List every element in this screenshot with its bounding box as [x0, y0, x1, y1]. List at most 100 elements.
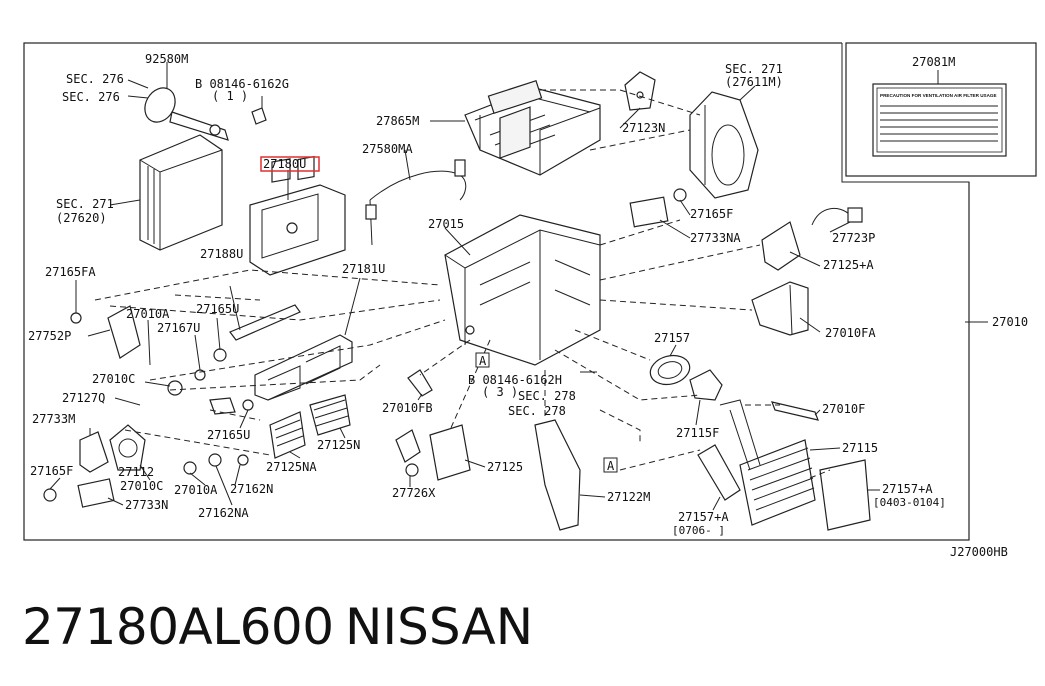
sensor-harness	[365, 159, 467, 246]
label-27165f-left: 27165F	[30, 464, 73, 478]
label-27125a: 27125+A	[823, 258, 874, 272]
connector-27723p	[811, 207, 863, 226]
label-27015: 27015	[428, 217, 464, 231]
label-27123n: 27123N	[622, 121, 665, 135]
parts-diagram: PRECAUTION FOR VENTILATION AIR FILTER US…	[23, 42, 1037, 559]
label-bolt-08146-6162h: B 08146-6162H	[468, 373, 562, 387]
label-27165f-right: 27165F	[690, 207, 733, 221]
bracket-27125a	[761, 221, 801, 271]
label-27157a-bottom: 27157+A	[678, 510, 729, 524]
label-27112: 27112	[118, 465, 154, 479]
label-27010fa: 27010FA	[825, 326, 876, 340]
label-27010fb: 27010FB	[382, 401, 433, 415]
ref-mark-a2: A	[607, 459, 615, 473]
label-27165fa: 27165FA	[45, 265, 96, 279]
blower-housing	[689, 91, 759, 199]
label-27167u: 27167U	[157, 321, 200, 335]
label-27733na: 27733NA	[690, 231, 741, 245]
ref-box-a1	[475, 352, 490, 368]
label-sec271-top: SEC. 271	[725, 62, 783, 76]
label-bolt-08146-6162g: B 08146-6162G	[195, 77, 289, 91]
filter-27157a-bottom	[697, 444, 741, 501]
linkage-left	[167, 348, 236, 415]
label-bolt-qty-3: ( 3 )	[482, 385, 518, 399]
label-27157a-bottom-range: [0706- ]	[672, 524, 725, 537]
label-27115f: 27115F	[676, 426, 719, 440]
vent-grille-27181u	[254, 334, 353, 401]
label-27127q: 27127Q	[62, 391, 105, 405]
duct-27122m	[534, 419, 581, 531]
bracket-27123n	[624, 71, 656, 111]
label-27723p: 27723P	[832, 231, 875, 245]
motor-27726x	[395, 429, 421, 477]
label-27010c-2: 27010C	[120, 479, 163, 493]
part-number: 27180AL600	[22, 598, 334, 656]
label-27010a-1: 27010A	[126, 307, 170, 321]
label-27580ma: 27580MA	[362, 142, 413, 156]
label-27157a-right: 27157+A	[882, 482, 933, 496]
label-27162n: 27162N	[230, 482, 273, 496]
label-27010f: 27010F	[822, 402, 865, 416]
highlight-box-27180u	[260, 156, 320, 172]
label-27122m: 27122M	[607, 490, 650, 504]
label-27157: 27157	[654, 331, 690, 345]
brand-name: NISSAN	[345, 598, 534, 656]
label-27726x: 27726X	[392, 486, 436, 500]
bracket-27010fb	[407, 369, 433, 397]
ref-mark-a1: A	[479, 354, 487, 368]
label-27188u: 27188U	[200, 247, 243, 261]
label-plate-title: PRECAUTION FOR VENTILATION AIR FILTER US…	[880, 93, 997, 98]
label-27125n: 27125N	[317, 438, 360, 452]
vent-27125n	[309, 394, 351, 436]
label-bolt-qty-1: ( 1 )	[212, 89, 248, 103]
leader-lines	[49, 62, 988, 511]
label-27752p: 27752P	[28, 329, 71, 343]
label-27162na: 27162NA	[198, 506, 249, 520]
callouts: 92580M SEC. 276 SEC. 276 B 08146-6162G (…	[28, 52, 1028, 559]
ref-box-a2	[603, 457, 618, 473]
filter-ring-27157	[649, 354, 691, 386]
bracket-27010f	[771, 401, 819, 421]
evaporator-core	[139, 134, 223, 251]
label-27180u: 27180U	[263, 157, 306, 171]
label-27181u: 27181U	[342, 262, 385, 276]
label-sec271-left: SEC. 271	[56, 197, 114, 211]
label-plate: PRECAUTION FOR VENTILATION AIR FILTER US…	[872, 83, 1007, 157]
label-27865m: 27865M	[376, 114, 419, 128]
label-sec278-a: SEC. 278	[518, 389, 576, 403]
heater-core-27115	[719, 399, 816, 526]
label-sec276-b: SEC. 276	[62, 90, 120, 104]
label-sec271-left-sub: (27620)	[56, 211, 107, 225]
bolt-top	[251, 96, 267, 125]
diagram-code: J27000HB	[950, 545, 1008, 559]
label-27733m: 27733M	[32, 412, 75, 426]
label-27125na: 27125NA	[266, 460, 317, 474]
duct-27125	[429, 424, 471, 481]
label-27115: 27115	[842, 441, 878, 455]
label-92580m: 92580M	[145, 52, 188, 66]
label-sec278-b: SEC. 278	[508, 404, 566, 418]
actuator-27733m	[79, 431, 109, 473]
label-sec271-top-sub: (27611M)	[725, 75, 783, 89]
label-27165u-2: 27165U	[207, 428, 250, 442]
dashed-lines	[94, 89, 831, 479]
gear-27112	[109, 424, 146, 471]
label-27010a-2: 27010A	[174, 483, 218, 497]
trim-27188u	[229, 304, 301, 341]
label-27010c-1: 27010C	[92, 372, 135, 386]
label-27165u-1: 27165U	[196, 302, 239, 316]
actuator-27733n	[43, 478, 115, 508]
filter-27157a-right	[819, 459, 871, 531]
label-27157a-right-range: [0403-0104]	[873, 496, 946, 509]
duct-27010fa	[751, 281, 809, 336]
vent-27125na	[269, 411, 306, 459]
heater-unit	[444, 106, 601, 366]
intake-unit	[464, 79, 601, 176]
label-sec276-a: SEC. 276	[66, 72, 124, 86]
label-27081m: 27081M	[912, 55, 955, 69]
actuator-27752p	[70, 305, 141, 359]
vent-duct	[249, 155, 346, 276]
label-27733n: 27733N	[125, 498, 168, 512]
label-27125: 27125	[487, 460, 523, 474]
actuator-27733na	[629, 188, 687, 228]
